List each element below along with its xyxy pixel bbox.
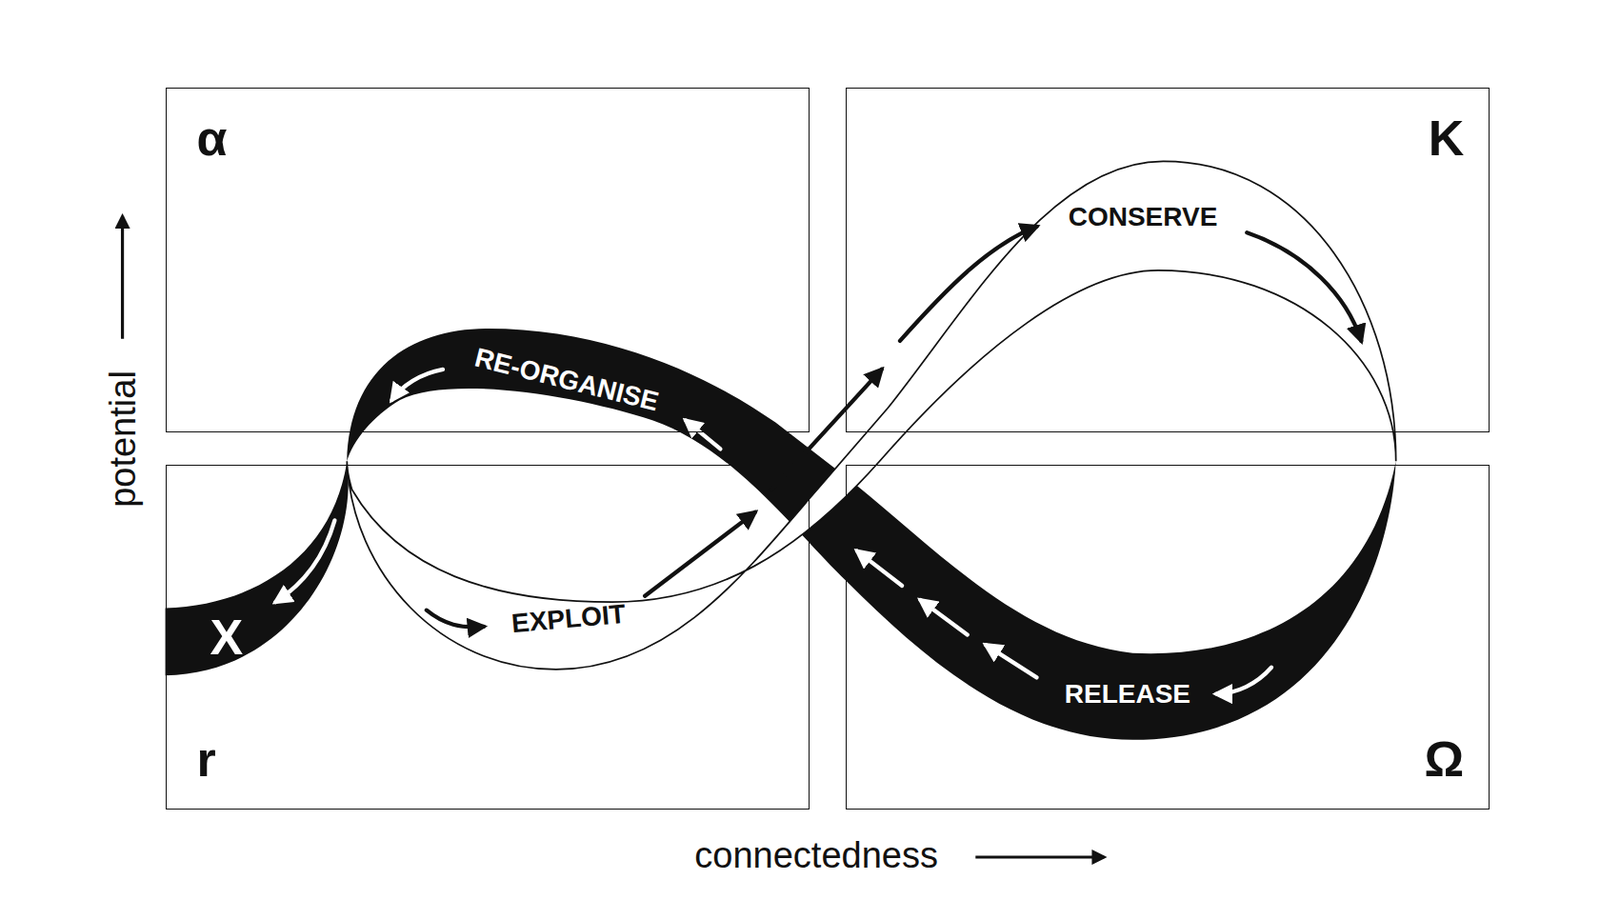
axis-arrows <box>122 216 1105 858</box>
quadrant-box: K <box>845 87 1490 433</box>
phase-symbol: K <box>1428 113 1465 163</box>
quadrant-box: Ω <box>845 464 1490 810</box>
phase-label: CONSERVE <box>1068 203 1219 231</box>
phase-symbol: Ω <box>1424 734 1465 784</box>
ribbon-light-band <box>346 160 1396 670</box>
phase-symbol: r <box>197 734 217 784</box>
quadrant-box: r <box>165 464 810 810</box>
flow-arrows-dark <box>426 226 1361 628</box>
flow-arrows-light <box>275 369 1272 695</box>
quadrant-box: α <box>165 87 810 433</box>
ribbon-dark-band <box>346 328 1396 740</box>
axis-label: connectedness <box>694 837 939 874</box>
phase-symbol: α <box>197 113 228 163</box>
axis-label: potential <box>104 370 141 508</box>
ribbon-tail <box>165 460 349 676</box>
exit-mark: X <box>210 612 244 662</box>
phase-label: RELEASE <box>1064 680 1191 708</box>
